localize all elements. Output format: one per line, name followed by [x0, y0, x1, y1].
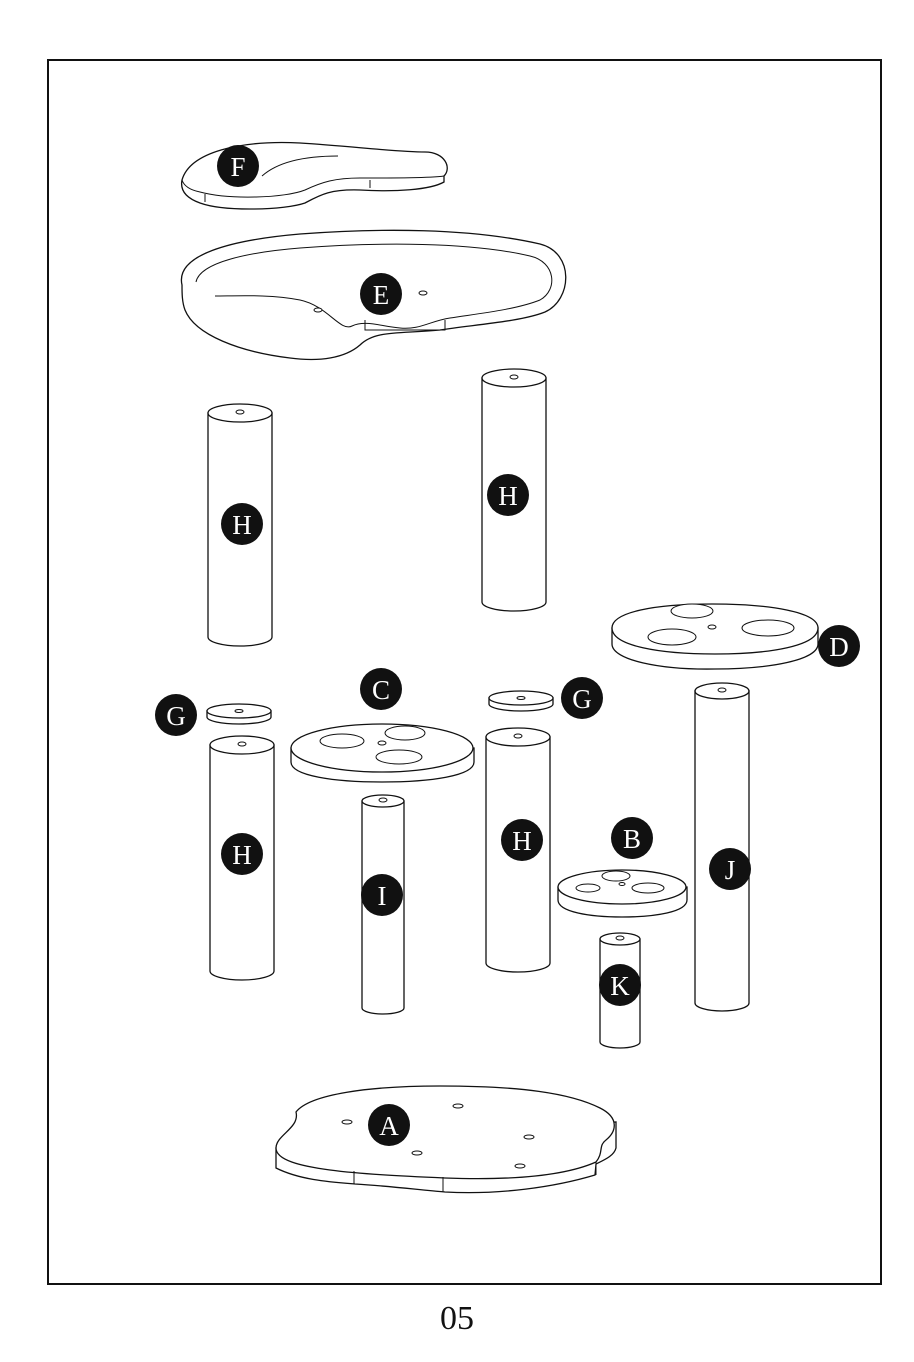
badge-j-label: J	[725, 855, 736, 885]
badge-g-left: G	[155, 694, 197, 736]
part-a-base	[276, 1086, 616, 1193]
badge-a: A	[368, 1104, 410, 1146]
badge-k: K	[599, 964, 641, 1006]
badge-h-middle-left-label: H	[232, 840, 252, 870]
badge-f: F	[217, 145, 259, 187]
badge-g-left-label: G	[166, 701, 186, 731]
part-j-post	[695, 683, 749, 1011]
badge-k-label: K	[610, 971, 630, 1001]
badge-f-label: F	[230, 152, 245, 182]
badge-a-label: A	[379, 1111, 399, 1141]
part-c-platform	[291, 724, 474, 782]
part-g-disc-left	[207, 704, 271, 724]
badge-b-label: B	[623, 824, 641, 854]
page-number: 05	[0, 1300, 914, 1338]
badge-h-middle-right: H	[501, 819, 543, 861]
part-g-disc-right	[489, 691, 553, 711]
badge-j: J	[709, 848, 751, 890]
badge-g-right: G	[561, 677, 603, 719]
badge-i: I	[361, 874, 403, 916]
badge-i-label: I	[378, 881, 387, 911]
badge-h-upper-right-label: H	[498, 481, 518, 511]
part-b-platform	[558, 870, 687, 917]
badge-h-upper-left: H	[221, 503, 263, 545]
badge-e-label: E	[373, 280, 390, 310]
part-d-platform	[612, 604, 818, 669]
badge-h-middle-right-label: H	[512, 826, 532, 856]
badge-c-label: C	[372, 675, 390, 705]
badge-d-label: D	[829, 632, 849, 662]
badge-d: D	[818, 625, 860, 667]
badge-b: B	[611, 817, 653, 859]
badge-h-upper-left-label: H	[232, 510, 252, 540]
badge-g-right-label: G	[572, 684, 592, 714]
badge-h-middle-left: H	[221, 833, 263, 875]
badge-e: E	[360, 273, 402, 315]
badge-h-upper-right: H	[487, 474, 529, 516]
badge-c: C	[360, 668, 402, 710]
